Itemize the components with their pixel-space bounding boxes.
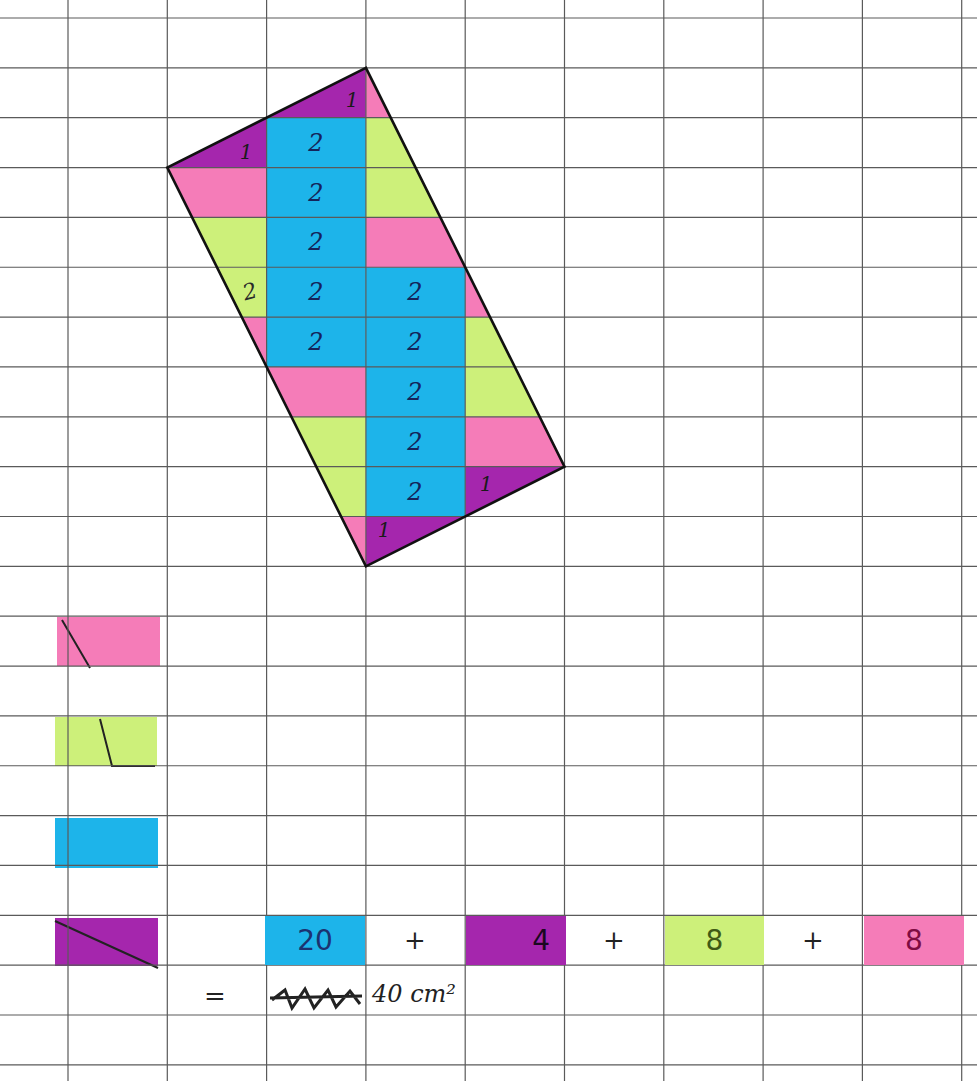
swatch-cut — [55, 921, 158, 968]
area-number: 2 — [308, 230, 323, 254]
area-number: 1 — [240, 142, 253, 162]
green-piece — [316, 467, 366, 517]
equation-box: 8 — [665, 916, 764, 965]
area-number: 2 — [308, 181, 323, 205]
blue-piece — [267, 118, 366, 367]
blue-swatch — [55, 818, 158, 868]
green-piece — [366, 118, 416, 168]
equation-symbol: + — [404, 927, 426, 953]
rectangle-outline — [167, 68, 564, 566]
equation-box: 20 — [265, 916, 365, 965]
sum-term: 8 — [706, 927, 724, 955]
equation-symbol: + — [603, 927, 625, 953]
sum-term: 8 — [905, 927, 923, 955]
area-number: 2 — [407, 330, 422, 354]
crossed-out-scribble — [270, 989, 362, 1008]
area-number: 1 — [346, 90, 359, 110]
pink-swatch — [57, 617, 160, 666]
area-number: 2 — [407, 380, 422, 404]
green-piece — [217, 267, 267, 317]
area-number: 2 — [308, 131, 323, 155]
equation-symbol: 40 cm² — [372, 982, 456, 1006]
green-piece — [465, 317, 515, 367]
area-number: 1 — [378, 520, 391, 540]
area-number: 2 — [308, 280, 323, 304]
pink-piece — [366, 217, 465, 267]
equation-symbol: + — [802, 927, 824, 953]
pink-piece — [465, 417, 564, 467]
sum-term: 20 — [297, 927, 333, 955]
pink-piece — [267, 367, 366, 417]
blue-piece — [366, 267, 465, 516]
area-number: 2 — [407, 480, 422, 504]
equation-box: 8 — [864, 916, 964, 965]
sum-term: 4 — [532, 927, 550, 955]
pink-piece — [167, 168, 266, 218]
purple-swatch — [55, 918, 158, 966]
area-number: 2 — [407, 280, 422, 304]
green-swatch — [55, 717, 157, 766]
area-number: 1 — [480, 474, 493, 494]
equation-symbol: = — [204, 983, 226, 1009]
area-number: 2 — [407, 430, 422, 454]
area-number: 2 — [308, 330, 323, 354]
swatch-cut — [100, 719, 155, 766]
swatch-cut — [62, 620, 90, 668]
equation-box: 4 — [466, 916, 566, 965]
